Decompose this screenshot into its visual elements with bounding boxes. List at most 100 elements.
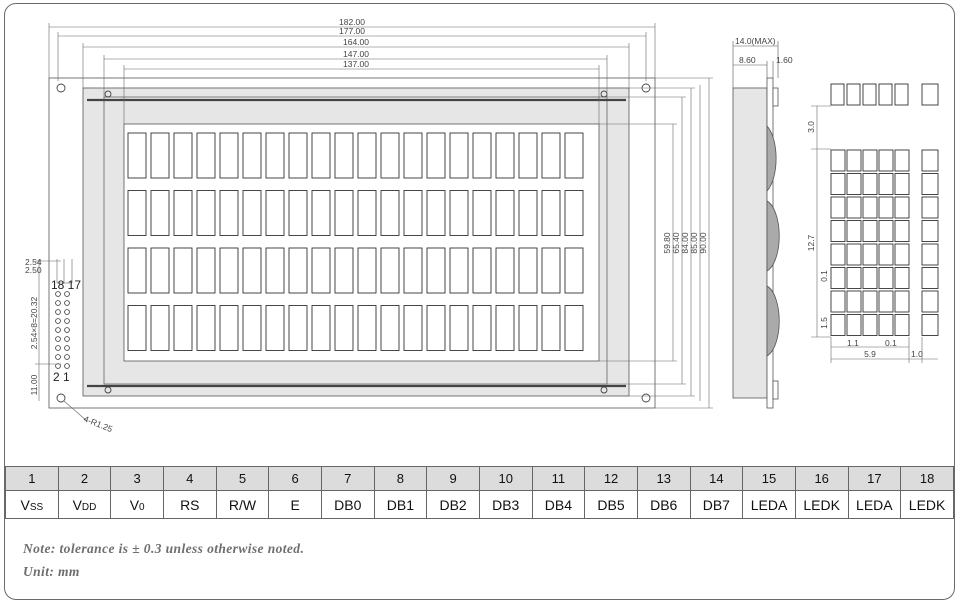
dim-dot-height: 1.5 [819, 317, 829, 329]
char-cell [403, 247, 423, 294]
pin-hole [55, 363, 61, 369]
detail-dot [846, 196, 862, 219]
dim-pitch-a: 2.54 [25, 257, 42, 267]
char-cell [380, 190, 400, 236]
char-cell [564, 305, 584, 351]
detail-dot [862, 267, 878, 289]
pin-number-18: 18 [900, 466, 954, 491]
pin-hole [64, 354, 70, 360]
char-cell [334, 247, 354, 294]
pin-number-1: 1 [5, 466, 59, 491]
pin-signal-12: DB5 [584, 490, 638, 519]
char-cell [127, 190, 147, 236]
pin-signal-9: DB2 [426, 490, 480, 519]
detail-dot [894, 290, 910, 313]
char-cell [242, 247, 262, 294]
detail-dot [846, 149, 862, 172]
pin-hole [64, 363, 70, 369]
detail-dot [894, 243, 910, 266]
pin-signal-3: V0 [110, 490, 164, 519]
dim-width-177: 177.00 [339, 26, 365, 36]
pin-signal-4: RS [162, 490, 217, 519]
detail-dot [878, 243, 894, 266]
char-cell [403, 305, 423, 351]
character-grid [127, 132, 584, 351]
char-cell [242, 190, 262, 236]
dim-width-182: 182.00 [339, 17, 365, 27]
pin-header [55, 291, 70, 369]
detail-dot [878, 220, 894, 242]
char-cell [495, 190, 515, 236]
detail-dot [862, 196, 878, 219]
dim-height-90: 90.00 [698, 232, 708, 254]
detail-top-cell [878, 83, 893, 106]
char-cell [265, 132, 285, 179]
pin-hole [55, 309, 61, 315]
char-cell [357, 247, 377, 294]
char-cell [357, 305, 377, 351]
char-cell [311, 247, 331, 294]
detail-next-dot [921, 243, 939, 266]
detail-dot [830, 173, 846, 195]
dim-side-8: 8.60 [739, 55, 756, 65]
char-cell [219, 190, 239, 236]
char-cell [472, 247, 492, 294]
detail-dot [862, 243, 878, 266]
char-cell [403, 132, 423, 179]
char-cell [518, 247, 538, 294]
char-cell [334, 305, 354, 351]
char-cell [564, 132, 584, 179]
pin-signal-7: DB0 [320, 490, 375, 519]
char-cell [288, 132, 308, 179]
char-cell [288, 305, 308, 351]
pin-label-18-17: 18 17 [51, 278, 81, 292]
dim-width-147: 147.00 [343, 49, 369, 59]
char-cell [219, 132, 239, 179]
tolerance-note: Note: tolerance is ± 0.3 unless otherwis… [23, 541, 305, 556]
detail-dot [846, 173, 862, 195]
detail-top-cell [921, 83, 939, 106]
pin-number-6: 6 [268, 466, 322, 491]
pin-signal-11: DB4 [531, 490, 586, 519]
pcb-outline [48, 77, 656, 409]
char-cell [265, 305, 285, 351]
width-dimensions [48, 23, 656, 124]
pin-hole [55, 345, 61, 351]
side-view [732, 41, 780, 409]
char-cell [150, 190, 170, 236]
dim-char-width: 5.9 [864, 349, 876, 359]
char-cell [196, 247, 216, 294]
char-cell [449, 190, 469, 236]
detail-dot [894, 267, 910, 289]
dim-height-85: 85.00 [689, 232, 699, 254]
dim-hole-radius: 4-R1.25 [82, 414, 114, 435]
char-cell [173, 190, 193, 236]
pin-number-13: 13 [636, 466, 691, 491]
char-cell [541, 190, 561, 236]
pin-hole [55, 318, 61, 324]
char-cell [265, 247, 285, 294]
pin-number-12: 12 [584, 466, 638, 491]
pin-signal-18: LEDK [900, 490, 954, 519]
dim-side-1: 1.60 [776, 55, 793, 65]
char-cell [150, 132, 170, 179]
char-cell [426, 132, 446, 179]
char-cell [495, 247, 515, 294]
mount-hole-tl [56, 83, 66, 93]
char-cell [219, 247, 239, 294]
pin-number-5: 5 [215, 466, 270, 491]
pin-number-14: 14 [689, 466, 744, 491]
detail-dot [894, 173, 910, 195]
pin-signal-15: LEDA [742, 490, 796, 519]
pin-signal-16: LEDK [794, 490, 849, 519]
char-cell [518, 305, 538, 351]
char-cell [472, 305, 492, 351]
pin-hole [64, 318, 70, 324]
dim-width-137: 137.00 [343, 59, 369, 69]
char-cell [357, 132, 377, 179]
detail-dot [830, 290, 846, 313]
char-cell [127, 132, 147, 179]
pin-label-2-1: 2 1 [53, 370, 70, 384]
